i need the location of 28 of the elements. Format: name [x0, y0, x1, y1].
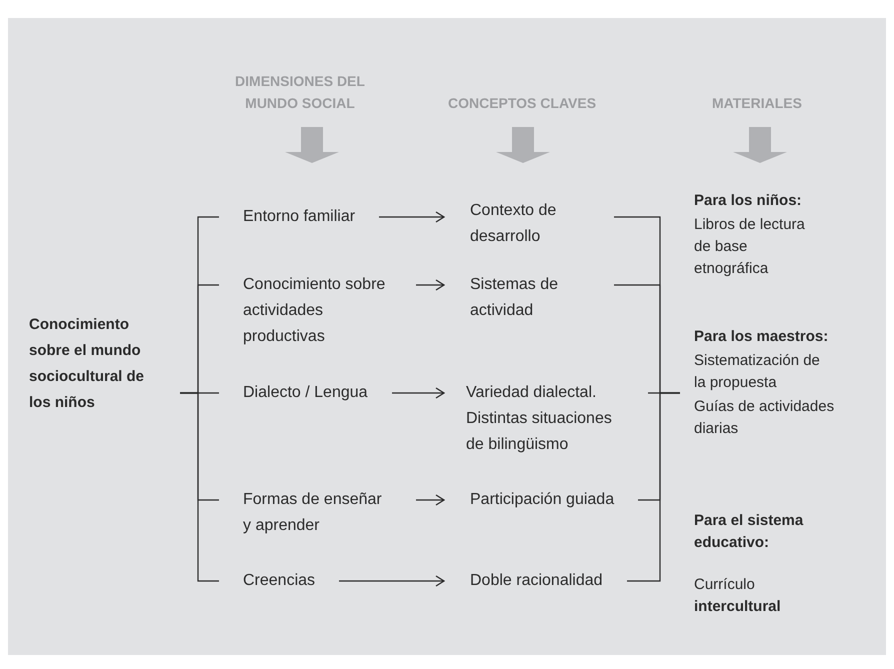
- column-header: DIMENSIONES DEL MUNDO SOCIAL: [234, 72, 366, 113]
- audience-heading: Para los maestros:: [694, 327, 830, 347]
- arrow: [392, 387, 445, 399]
- material-text: Guías de actividades diarias: [694, 397, 836, 439]
- root-topic: Conocimiento sobre el mundo sociocultural de los niños: [29, 315, 146, 413]
- dimension-text: Dialecto / Lengua: [243, 383, 368, 403]
- column-header: MATERIALES: [711, 94, 803, 113]
- dimension-text: Formas de enseñar y aprender: [243, 490, 383, 536]
- dimension-text: Entorno familiar: [243, 207, 356, 227]
- arrow: [416, 279, 445, 291]
- arrow: [339, 575, 445, 587]
- audience-heading: Para los niños:: [694, 191, 803, 211]
- connector-line: [627, 392, 680, 582]
- dimension-text: Creencias: [243, 571, 316, 591]
- concept-text: Doble racionalidad: [470, 571, 603, 591]
- concept-text: Sistemas de actividad: [470, 275, 560, 321]
- material-text: Currículo intercultural: [694, 575, 782, 617]
- column-header: CONCEPTOS CLAVES: [446, 94, 598, 113]
- audience-heading: Para el sistema educativo:: [694, 511, 804, 553]
- connector-line: [180, 392, 219, 582]
- arrow: [416, 494, 445, 506]
- arrow: [379, 211, 445, 223]
- material-text: Sistematización de la propuesta: [694, 351, 821, 393]
- dimension-text: Conocimiento sobre actividades productivas: [243, 275, 386, 347]
- concept-text: Contexto de desarrollo: [470, 201, 558, 247]
- concept-text: Variedad dialectal. Distintas situaciones de bilingüismo: [466, 383, 613, 455]
- concept-text: Participación guiada: [470, 490, 614, 510]
- material-text: Libros de lectura de base etnográfica: [694, 215, 806, 279]
